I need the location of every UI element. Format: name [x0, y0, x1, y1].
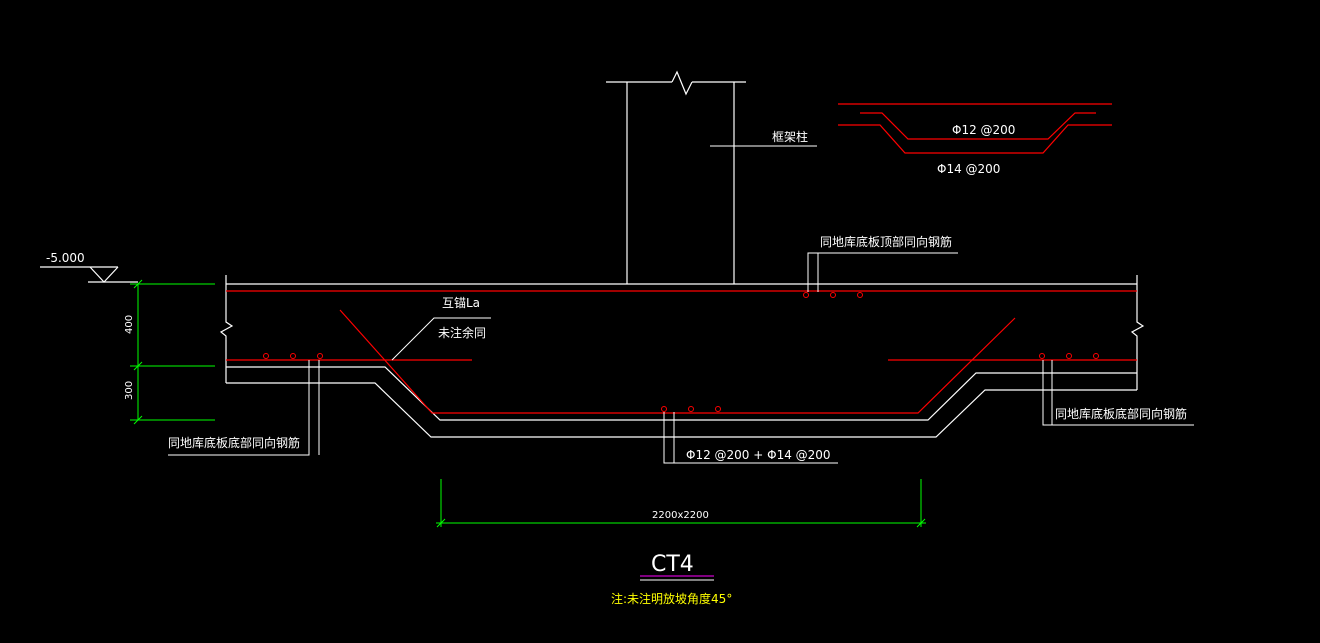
bottom-rebar-label-left: 同地库底板底部同向钢筋	[168, 435, 300, 450]
rebar-dot	[263, 353, 269, 359]
rebar-dots	[263, 292, 1099, 412]
rebar-dot	[317, 353, 323, 359]
rebar-lines	[226, 103, 1137, 414]
bottom-rebar-label-right: 同地库底板底部同向钢筋	[1055, 406, 1187, 421]
anchor-label-2: 未注余同	[438, 325, 486, 340]
top-rebar-label: 同地库底板顶部同向钢筋	[820, 234, 952, 249]
rebar-dot	[803, 292, 809, 298]
dim-400-label: 400	[124, 315, 135, 334]
width-dim-label: 2200x2200	[652, 510, 709, 521]
elevation-label: -5.000	[46, 251, 85, 265]
anchor-label-1: 互锚La	[442, 295, 480, 310]
detail-lower-rebar-label: Φ14 @200	[937, 162, 1000, 176]
rebar-dot	[290, 353, 296, 359]
rebar-dot	[688, 406, 694, 412]
rebar-dot	[1066, 353, 1072, 359]
drawing-title: CT4	[651, 552, 694, 577]
rebar-dot	[1093, 353, 1099, 359]
detail-upper-rebar-label: Φ12 @200	[952, 123, 1015, 137]
title-underline	[640, 575, 714, 581]
dimension-lines	[130, 279, 926, 528]
rebar-dot	[1039, 353, 1045, 359]
rebar-dot	[661, 406, 667, 412]
leader-lines	[168, 145, 1194, 464]
column-label: 框架柱	[772, 129, 808, 144]
pit-rebar-label: Φ12 @200 + Φ14 @200	[686, 448, 831, 462]
concrete-outline	[40, 70, 1145, 438]
rebar-dot	[830, 292, 836, 298]
rebar-dot	[857, 292, 863, 298]
slope-note: 注:未注明放坡角度45°	[611, 591, 732, 606]
rebar-dot	[715, 406, 721, 412]
dim-300-label: 300	[124, 381, 135, 400]
